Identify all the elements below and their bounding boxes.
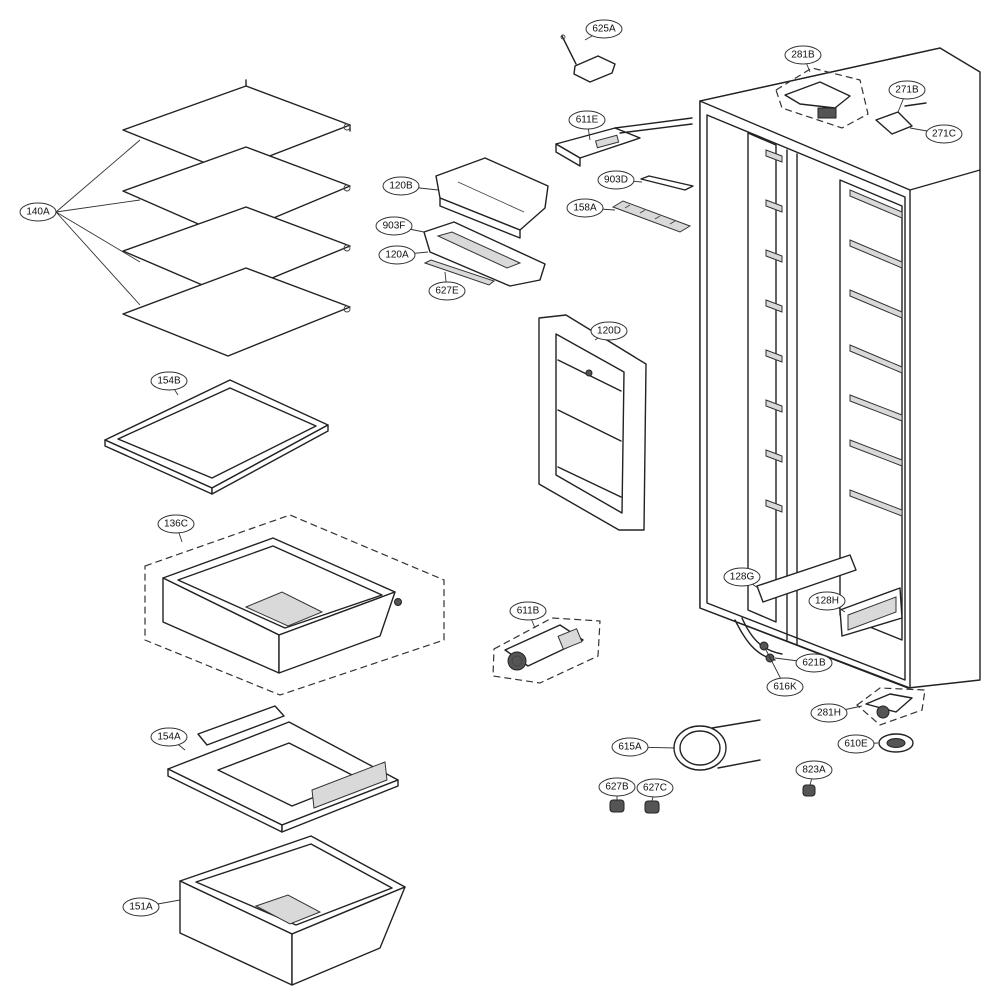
- callout-text: 903F: [383, 221, 406, 232]
- shelf-frame: [104, 379, 329, 495]
- clip-627b: [609, 799, 625, 813]
- callout-text: 610E: [844, 739, 868, 750]
- callout-text: 627E: [435, 286, 459, 297]
- callout-text: 140A: [26, 207, 50, 218]
- callout-text: 120A: [385, 250, 409, 261]
- callout-text: 621B: [802, 658, 826, 669]
- callout-823a: 823A: [795, 760, 833, 786]
- wire-clip: [423, 259, 496, 286]
- callout-text: 615A: [618, 742, 642, 753]
- callout-281b: 281B: [784, 45, 822, 73]
- glass-shelf-2: [122, 146, 351, 238]
- callout-text: 128G: [730, 572, 755, 583]
- callout-158a: 158A: [566, 198, 616, 218]
- callout-128h: 128H: [808, 591, 846, 613]
- callout-text: 627B: [605, 782, 629, 793]
- rear-panel: [538, 314, 647, 531]
- callout-text: 120D: [597, 326, 621, 337]
- sensor-module: [560, 34, 616, 83]
- callout-text: 281H: [817, 708, 841, 719]
- water-valve-bracket: [555, 117, 693, 167]
- bottom-hinge: [856, 687, 926, 726]
- callout-labels: 625A 281B 271B 271C 611E 120B 903D 158A 140A 903F…: [19, 19, 963, 917]
- callout-627c: 627C: [636, 778, 674, 802]
- callout-text: 627C: [643, 783, 667, 794]
- grommet-ring: [878, 733, 914, 753]
- callout-903d: 903D: [597, 170, 643, 190]
- callout-text: 154A: [157, 732, 181, 743]
- glass-shelf-4: [122, 267, 351, 357]
- callout-271c: 271C: [909, 124, 963, 144]
- callout-text: 136C: [164, 519, 188, 530]
- cabinet-shelf-rails: [765, 149, 903, 517]
- callout-627e: 627E: [428, 271, 466, 301]
- water-tubing-coil: [673, 719, 761, 771]
- callout-text: 128H: [815, 596, 839, 607]
- callout-128g: 128G: [723, 567, 761, 589]
- callout-text: 611E: [576, 115, 599, 126]
- callout-621b: 621B: [774, 653, 833, 673]
- callout-616k: 616K: [764, 647, 804, 697]
- callout-615a: 615A: [611, 737, 676, 757]
- cabinet-top-hinge: [775, 67, 869, 129]
- callout-text: 154B: [157, 376, 181, 387]
- top-hinge-screw: [875, 102, 927, 135]
- callout-text: 625A: [592, 24, 616, 35]
- callout-text: 281B: [791, 50, 815, 61]
- callout-text: 151A: [129, 902, 153, 913]
- callout-120d: 120D: [590, 321, 628, 341]
- callout-611b: 611B: [509, 601, 547, 629]
- vegetable-drawer: [179, 835, 406, 986]
- callout-text: 271B: [895, 85, 919, 96]
- callout-625a: 625A: [584, 19, 623, 41]
- foam-strip: [640, 175, 694, 191]
- callout-text: 158A: [573, 203, 597, 214]
- lower-rail-assembly: [756, 554, 903, 637]
- water-filter: [492, 617, 601, 684]
- glass-shelf-3: [122, 206, 351, 297]
- air-grille: [611, 200, 692, 233]
- callout-611e: 611E: [568, 110, 606, 141]
- callout-text: 611B: [517, 606, 540, 617]
- callout-151a: 151A: [122, 897, 181, 917]
- callout-text: 903D: [604, 175, 628, 186]
- control-box-cover: [435, 157, 549, 239]
- callout-120a: 120A: [378, 245, 429, 265]
- callout-281h: 281H: [810, 703, 863, 723]
- callout-903f: 903F: [375, 216, 425, 236]
- leader-140a: [55, 139, 141, 306]
- control-housing: [423, 221, 546, 287]
- refrigerator-cabinet: [699, 47, 981, 689]
- clip-823a: [802, 784, 816, 797]
- callout-text: 271C: [932, 129, 956, 140]
- shelf-rail-assembly: [167, 705, 399, 833]
- callout-text: 120B: [389, 181, 413, 192]
- callout-271b: 271B: [888, 80, 926, 113]
- clip-627c: [644, 800, 660, 814]
- callout-136c: 136C: [157, 514, 195, 543]
- crisper-drawer-assembly: [144, 514, 445, 696]
- callout-154a: 154A: [150, 727, 188, 751]
- callout-text: 616K: [773, 682, 797, 693]
- callout-120b: 120B: [382, 176, 439, 196]
- callout-154b: 154B: [150, 371, 188, 396]
- callout-610e: 610E: [837, 734, 879, 754]
- callout-140a: 140A: [19, 202, 57, 222]
- callout-text: 823A: [802, 765, 826, 776]
- glass-shelf-1: [122, 79, 351, 173]
- callout-627b: 627B: [598, 777, 636, 800]
